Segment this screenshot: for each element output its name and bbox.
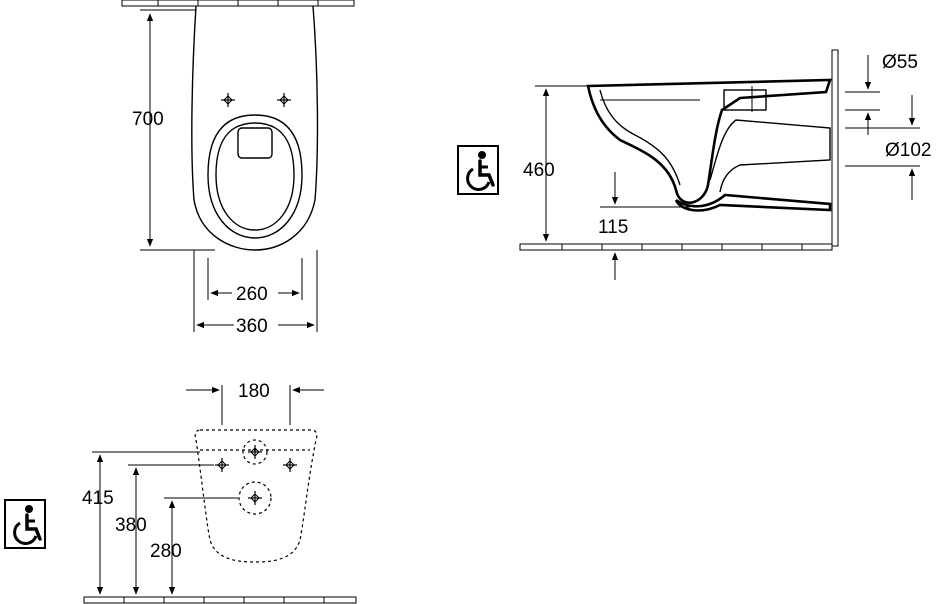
wall-hatch-top xyxy=(121,0,355,7)
bowl-base xyxy=(674,193,832,212)
dim-height-label: 460 xyxy=(523,160,555,181)
bowl-wall-outline xyxy=(194,429,318,563)
bowl-inner xyxy=(599,89,681,186)
inlet-hole xyxy=(242,439,268,465)
dim-pipe-large-label: Ø102 xyxy=(885,140,931,161)
dim-380-label: 380 xyxy=(115,515,147,536)
fixing-point-icon xyxy=(276,92,292,108)
fixing-point-icon xyxy=(214,457,230,473)
outlet-center-icon xyxy=(247,490,263,506)
dim-pipe-small-label: Ø55 xyxy=(882,52,918,73)
dim-415-label: 415 xyxy=(82,488,114,509)
wall xyxy=(831,49,839,247)
bowl-profile xyxy=(586,78,832,205)
dim-inner-width-label: 260 xyxy=(236,284,268,305)
bowl-opening xyxy=(215,122,295,231)
dim-outer-width-label: 360 xyxy=(236,316,268,337)
trap xyxy=(709,119,831,193)
floor-hatch-side xyxy=(519,243,833,251)
flush-plate xyxy=(237,127,273,159)
floor-hatch-wall xyxy=(83,596,357,604)
side-view: 460 115 Ø55 Ø102 xyxy=(456,49,931,280)
fixing-point-icon xyxy=(220,92,236,108)
dim-280-label: 280 xyxy=(150,541,182,562)
dim-length-label: 700 xyxy=(132,109,164,130)
inlet-center-icon xyxy=(247,444,263,460)
wheelchair-accessible-icon xyxy=(456,144,500,196)
bowl-outline xyxy=(191,5,319,251)
inlet-fitting xyxy=(723,89,767,111)
top-view: 700 260 360 xyxy=(121,0,355,337)
wheelchair-accessible-icon xyxy=(3,498,47,550)
dim-hole-spacing-label: 180 xyxy=(238,381,270,402)
dim-floor-offset-label: 115 xyxy=(598,217,628,238)
bowl-rim xyxy=(207,114,303,239)
outlet-hole xyxy=(238,481,272,515)
fixing-point-icon xyxy=(282,457,298,473)
wall-view: 180 415 380 280 xyxy=(3,381,357,604)
